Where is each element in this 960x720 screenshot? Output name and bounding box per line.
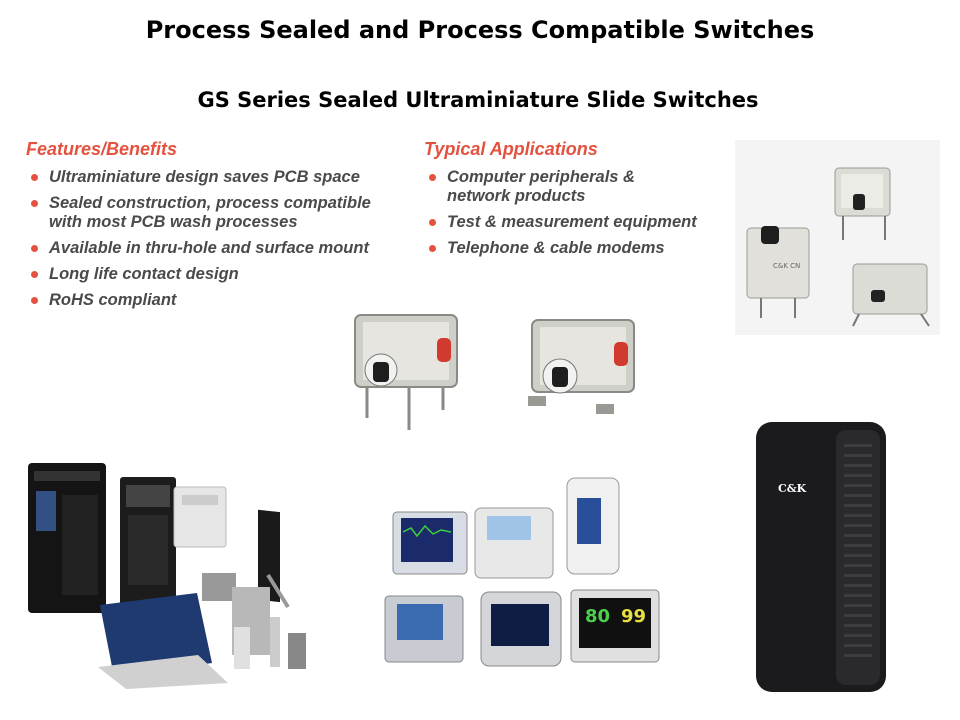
test-measurement-equipment-image: 80 99 xyxy=(384,477,660,667)
list-item: Ultraminiature design saves PCB space xyxy=(27,168,417,187)
applications-list: Computer peripherals & network products … xyxy=(425,168,735,265)
bullet-icon xyxy=(31,174,38,181)
list-item: Computer peripherals & network products xyxy=(425,168,735,206)
switch-cluster-image: C&K CN xyxy=(735,140,940,335)
bullet-icon xyxy=(31,200,38,207)
page-title: Process Sealed and Process Compatible Sw… xyxy=(145,16,815,44)
features-list: Ultraminiature design saves PCB space Se… xyxy=(27,168,417,317)
surface-mount-switch-image xyxy=(528,319,635,414)
application-text: Test & measurement equipment xyxy=(447,213,697,231)
modem-brand-label: C&K xyxy=(778,482,807,495)
computer-peripherals-image xyxy=(28,463,306,689)
list-item: RoHS compliant xyxy=(27,291,417,310)
application-text: Telephone & cable modems xyxy=(447,239,665,257)
bullet-icon xyxy=(429,219,436,226)
application-text: Computer peripherals & network products xyxy=(447,168,635,205)
applications-heading: Typical Applications xyxy=(424,139,598,159)
svg-text:C&K CN: C&K CN xyxy=(773,262,800,270)
feature-text: RoHS compliant xyxy=(49,291,177,309)
page-subtitle: GS Series Sealed Ultraminiature Slide Sw… xyxy=(197,88,759,112)
bullet-icon xyxy=(31,245,38,252)
feature-text: Available in thru-hole and surface mount xyxy=(49,239,369,257)
monitor-reading-1: 80 xyxy=(585,606,610,627)
list-item: Telephone & cable modems xyxy=(425,239,735,258)
list-item: Long life contact design xyxy=(27,265,417,284)
feature-text: Ultraminiature design saves PCB space xyxy=(49,168,360,186)
feature-text: Sealed construction, process compatible … xyxy=(49,194,371,231)
features-heading: Features/Benefits xyxy=(26,139,178,159)
list-item: Available in thru-hole and surface mount xyxy=(27,239,417,258)
bullet-icon xyxy=(429,245,436,252)
monitor-reading-2: 99 xyxy=(621,606,646,627)
bullet-icon xyxy=(31,297,38,304)
feature-text: Long life contact design xyxy=(49,265,239,283)
bullet-icon xyxy=(31,271,38,278)
list-item: Sealed construction, process compatible … xyxy=(27,194,417,232)
list-item: Test & measurement equipment xyxy=(425,213,735,232)
bullet-icon xyxy=(429,174,436,181)
thru-hole-switch-image xyxy=(354,314,458,430)
cable-modem-image: C&K xyxy=(756,422,886,692)
